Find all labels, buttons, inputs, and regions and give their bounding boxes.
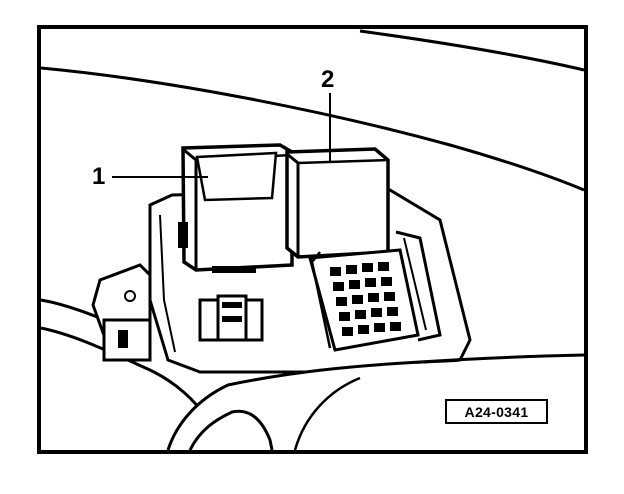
- reference-code: A24-0341: [464, 403, 529, 420]
- hand-shape: [188, 409, 274, 451]
- relay-carrier-inner-edge: [159, 214, 176, 353]
- front-connector: [198, 294, 264, 342]
- relay-1: [178, 143, 294, 273]
- multi-pin-connector: [308, 230, 442, 352]
- panel-curve: [293, 376, 361, 451]
- body-contour-upper: [359, 29, 585, 72]
- reference-code-box: A24-0341: [445, 399, 548, 424]
- relay-2: [285, 147, 390, 259]
- callout-label-1: 1: [92, 163, 106, 190]
- dashboard-edge: [166, 353, 585, 451]
- clip-tab-slot: [118, 330, 128, 348]
- wiring-harness-left-lower: [40, 326, 210, 421]
- body-contour-middle: [40, 66, 585, 192]
- clip-hole: [124, 290, 136, 302]
- callout-label-2: 2: [321, 66, 335, 93]
- dashboard-panel: [41, 356, 584, 450]
